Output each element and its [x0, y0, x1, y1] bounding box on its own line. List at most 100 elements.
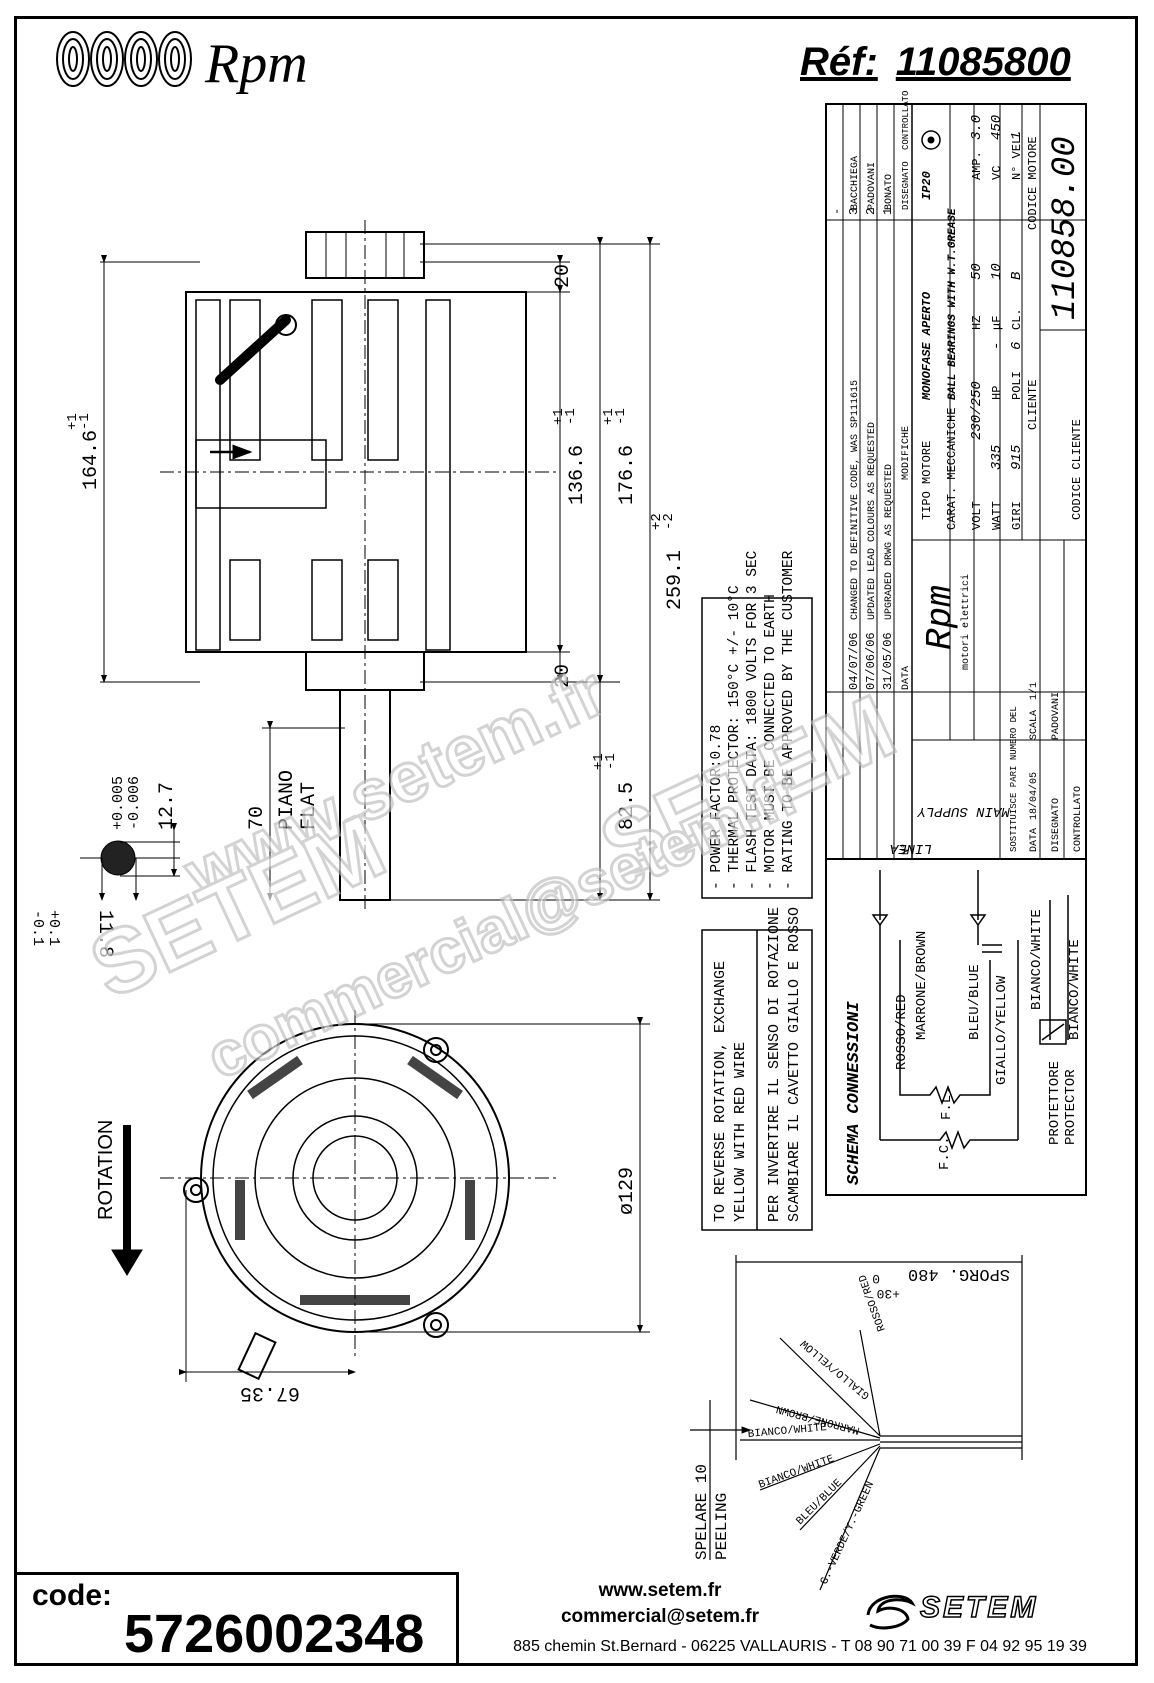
svg-text:F.L.: F.L. [939, 1086, 955, 1120]
svg-text:+0.1: +0.1 [45, 910, 62, 946]
svg-text:12.7: 12.7 [156, 782, 179, 830]
reference-value: 11085800 [895, 40, 1071, 84]
svg-text:DATA: DATA [901, 666, 912, 690]
front-view-dimensions [111, 1017, 650, 1382]
svg-text:ø129: ø129 [616, 1167, 639, 1215]
svg-text:18/04/05: 18/04/05 [1028, 772, 1040, 820]
motor-side-view [160, 220, 560, 910]
svg-text:DISEGNATO: DISEGNATO [901, 161, 911, 210]
svg-text:SCALA: SCALA [1029, 710, 1040, 740]
svg-text:HP: HP [990, 386, 1004, 400]
svg-text:6: 6 [1009, 342, 1025, 350]
svg-text:VOLT: VOLT [970, 501, 984, 530]
svg-text:- FLASH TEST DATA: 1800 VOLTS: - FLASH TEST DATA: 1800 VOLTS FOR 3 SEC [745, 550, 761, 890]
svg-text:-1: -1 [613, 408, 629, 425]
svg-text:CONTROLLATO: CONTROLLATO [1073, 786, 1084, 852]
svg-text:110858.00: 110858.00 [1047, 136, 1085, 320]
svg-text:BALL BEARINGS WITH W.T.GREASE: BALL BEARINGS WITH W.T.GREASE [947, 208, 959, 400]
svg-text:μF: μF [990, 316, 1004, 330]
svg-text:MAIN SUPPLY: MAIN SUPPLY [916, 803, 1010, 819]
reference-number: Réf: 11085800 [800, 40, 1071, 85]
svg-text:GIALLO/YELLOW: GIALLO/YELLOW [799, 1337, 873, 1402]
svg-text:ROSSO/RED: ROSSO/RED [894, 994, 910, 1070]
svg-text:BACCHIEGA: BACCHIEGA [850, 156, 861, 210]
svg-text:Rpm: Rpm [920, 585, 961, 650]
svg-text:GIALLO/YELLOW: GIALLO/YELLOW [994, 975, 1010, 1085]
svg-text:67.35: 67.35 [240, 1381, 300, 1404]
svg-text:+2: +2 [649, 513, 665, 530]
svg-text:ROTATION: ROTATION [95, 1120, 117, 1220]
svg-text:FLAT: FLAT [298, 782, 321, 830]
svg-text:+1: +1 [601, 408, 617, 425]
svg-text:-: - [830, 208, 844, 215]
svg-text:SCAMBIARE IL CAVETTO GIALLO E: SCAMBIARE IL CAVETTO GIALLO E ROSSO [786, 907, 803, 1222]
svg-text:BLEU/BLUE: BLEU/BLUE [967, 964, 983, 1040]
svg-text:BIANCO/WHITE: BIANCO/WHITE [1029, 909, 1045, 1010]
svg-text:UPGRADED DRWG AS REQUESTED: UPGRADED DRWG AS REQUESTED [884, 464, 895, 620]
svg-text:MODIFICHE: MODIFICHE [901, 426, 912, 480]
svg-text:CHANGED TO DEFINITIVE CODE, WA: CHANGED TO DEFINITIVE CODE, WAS SP111615 [850, 380, 861, 620]
svg-text:YELLOW WITH RED WIRE: YELLOW WITH RED WIRE [732, 1042, 749, 1222]
svg-text:motori elettrici: motori elettrici [960, 574, 972, 670]
rpm-logo: Rpm [55, 28, 375, 98]
svg-text:SPORG. 480: SPORG. 480 [908, 1264, 1010, 1283]
svg-text:F.C.: F.C. [937, 1136, 953, 1170]
svg-text:UPDATED LEAD COLOURS AS REQUES: UPDATED LEAD COLOURS AS REQUESTED [867, 422, 878, 620]
svg-text:PADOVANI: PADOVANI [1051, 692, 1062, 740]
svg-text:IP20: IP20 [920, 171, 934, 200]
svg-text:-: - [1006, 713, 1020, 720]
front-view-dimension-text: ø129 67.35 ROTATION [95, 1120, 639, 1404]
svg-text:BIANCO/WHITE: BIANCO/WHITE [1067, 939, 1083, 1040]
svg-text:31/05/06: 31/05/06 [881, 632, 895, 690]
svg-text:PROTECTOR: PROTECTOR [1063, 1069, 1079, 1145]
email-link[interactable]: commercial@setem.fr [560, 1606, 760, 1627]
drawing-frame [14, 16, 1138, 1666]
svg-text:PIANO: PIANO [276, 770, 299, 830]
svg-text:PADOVANI: PADOVANI [867, 162, 878, 210]
svg-text:450: 450 [989, 115, 1005, 140]
svg-text:1/1: 1/1 [1028, 682, 1040, 700]
reverse-rotation-box: TO REVERSE ROTATION, EXCHANGE YELLOW WIT… [701, 907, 813, 1231]
title-block-text: - 3 04/07/06 CHANGED TO DEFINITIVE CODE,… [830, 91, 1085, 855]
svg-text:N°: N° [900, 843, 912, 855]
contact-block: www.setem.fr commercial@setem.fr [470, 1578, 850, 1630]
svg-text:230/250: 230/250 [969, 381, 985, 440]
connection-schema: SCHEMA CONNESSIONI LINEA MAIN SUPPLY ROS… [825, 803, 1087, 1196]
svg-text:LINEA: LINEA [890, 840, 932, 856]
svg-text:MONOFASE APERTO: MONOFASE APERTO [920, 291, 934, 401]
svg-text:82.5: 82.5 [616, 782, 639, 830]
svg-text:CL.: CL. [1010, 308, 1024, 330]
svg-text:915: 915 [1009, 444, 1025, 470]
website-link[interactable]: www.setem.fr [598, 1580, 722, 1601]
svg-text:+1: +1 [65, 413, 81, 430]
svg-text:MARRONE/BROWN: MARRONE/BROWN [914, 931, 930, 1040]
svg-text:DATA: DATA [1029, 828, 1040, 852]
svg-text:-1: -1 [563, 408, 579, 425]
svg-text:PEELING: PEELING [713, 1493, 731, 1560]
reference-label: Réf: [800, 40, 878, 84]
svg-text:-1: -1 [77, 413, 93, 430]
svg-text:BIANCO/WHITE: BIANCO/WHITE [747, 1422, 827, 1441]
svg-text:DISEGNATO: DISEGNATO [1051, 798, 1062, 852]
svg-text:176.6: 176.6 [616, 445, 639, 505]
svg-text:+30: +30 [877, 1286, 900, 1301]
svg-text:- MOTOR MUST BE CONNECTED TO E: - MOTOR MUST BE CONNECTED TO EARTH [763, 594, 779, 890]
svg-text:3: 3 [847, 208, 861, 215]
label-plate [195, 439, 327, 509]
svg-text:GIRI: GIRI [1010, 501, 1024, 530]
svg-text:-1: -1 [603, 753, 619, 770]
svg-text:2: 2 [864, 208, 878, 215]
svg-text:TO REVERSE ROTATION, EXCHANGE: TO REVERSE ROTATION, EXCHANGE [712, 961, 729, 1222]
svg-text:10: 10 [989, 263, 1005, 280]
svg-text:3.0: 3.0 [969, 115, 985, 140]
svg-text:-: - [989, 342, 1005, 350]
svg-text:- POWER FACTOR:0.78: - POWER FACTOR:0.78 [709, 725, 725, 890]
setem-logo: SETEM [860, 1585, 1100, 1635]
svg-text:335: 335 [989, 444, 1005, 470]
svg-text:+1: +1 [591, 753, 607, 770]
svg-text:PROTETTORE: PROTETTORE [1047, 1061, 1063, 1145]
svg-text:50: 50 [969, 263, 985, 280]
lead-wires: SPORG. 480 +30 0 SPELARE 10 PEELING ROSS… [690, 1255, 1023, 1591]
svg-text:POLI: POLI [1010, 371, 1024, 400]
